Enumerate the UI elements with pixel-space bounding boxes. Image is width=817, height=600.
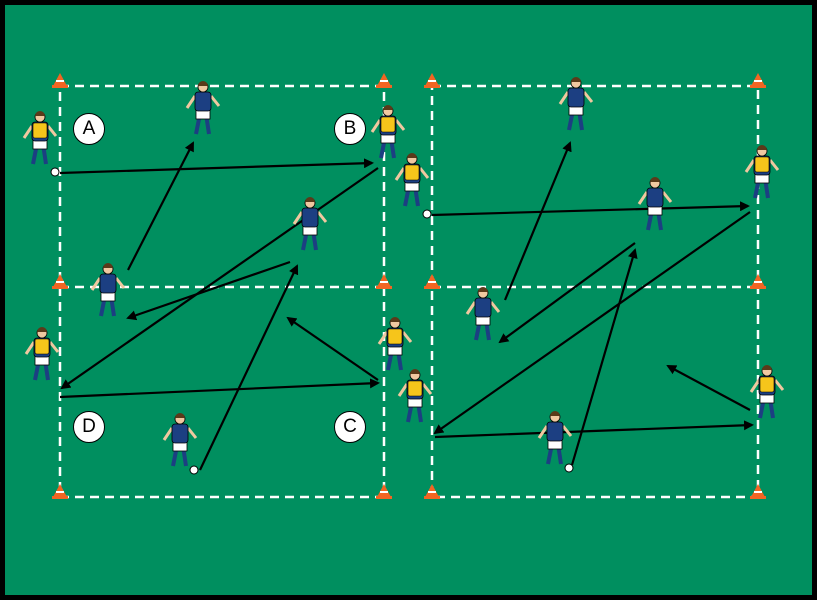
blue-player-icon	[90, 263, 126, 317]
yellow-bib-player-icon	[377, 317, 413, 371]
cone-icon	[376, 484, 392, 499]
blue-player-icon	[558, 77, 594, 131]
ball-icon	[50, 167, 60, 177]
field	[5, 5, 812, 595]
zone-label-a: A	[73, 113, 105, 145]
pass-arrow	[434, 420, 754, 439]
yellow-bib-player-icon	[394, 153, 432, 219]
cone-icon	[52, 274, 68, 289]
zone-label-d: D	[73, 411, 105, 443]
cone-icon	[376, 274, 392, 289]
pass-arrow	[199, 264, 299, 471]
pass-arrow	[498, 242, 636, 344]
yellow-bib-player-icon	[22, 111, 60, 177]
ball-icon	[564, 463, 574, 473]
players	[22, 77, 785, 475]
pass-arrow	[433, 211, 751, 435]
cone-icon	[424, 274, 440, 289]
pass-arrow	[59, 158, 374, 175]
pass-arrow	[127, 141, 194, 271]
blue-player-icon	[537, 411, 574, 473]
yellow-bib-player-icon	[744, 145, 780, 199]
pass-arrow	[59, 378, 380, 399]
pass-arrow	[60, 167, 379, 390]
cone-icon	[424, 73, 440, 88]
pass-arrow	[570, 248, 638, 466]
pass-arrow	[126, 260, 291, 321]
yellow-bib-player-icon	[397, 369, 433, 423]
ball-icon	[422, 209, 432, 219]
cone-icon	[52, 73, 68, 88]
cone-icon	[424, 484, 440, 499]
ball-icon	[189, 465, 199, 475]
blue-player-icon	[292, 197, 328, 251]
right-grid	[430, 84, 760, 499]
blue-player-icon	[637, 177, 673, 231]
blue-player-icon	[465, 287, 501, 341]
cone-icon	[750, 484, 766, 499]
pass-arrow	[431, 201, 750, 217]
pass-arrow	[666, 365, 751, 411]
yellow-bib-player-icon	[24, 327, 60, 381]
zone-label-c: C	[334, 411, 366, 443]
yellow-bib-player-icon	[749, 365, 785, 419]
cone-icon	[52, 484, 68, 499]
pass-arrows	[59, 141, 754, 471]
zone-label-b: B	[334, 113, 366, 145]
cone-icon	[750, 73, 766, 88]
blue-player-icon	[162, 413, 199, 475]
cone-icon	[376, 73, 392, 88]
cones	[52, 73, 766, 499]
left-grid	[58, 84, 386, 499]
blue-player-icon	[185, 81, 221, 135]
yellow-bib-player-icon	[370, 105, 406, 159]
cone-icon	[750, 274, 766, 289]
pass-arrow	[286, 316, 379, 381]
pass-arrow	[503, 141, 572, 301]
